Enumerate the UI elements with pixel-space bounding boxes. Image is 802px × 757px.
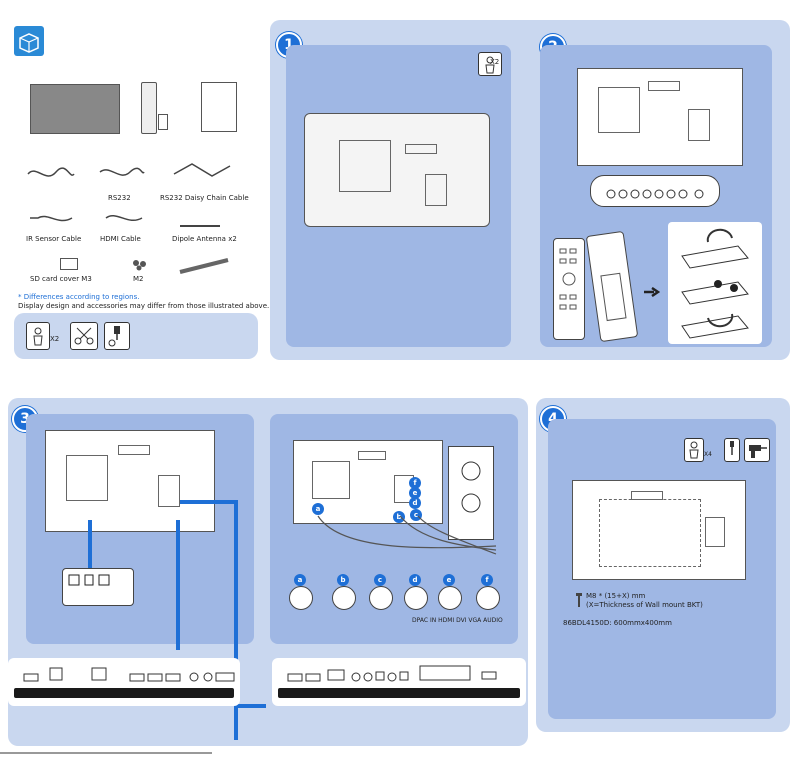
drill-icon — [744, 438, 770, 462]
port-a-label: a — [312, 503, 324, 515]
arrow-right-icon — [644, 282, 661, 298]
conn-a-letter: a — [294, 574, 306, 586]
rs232-cable-image — [96, 162, 146, 184]
screw-icon — [576, 592, 582, 607]
step1-people-count: X2 — [490, 58, 500, 66]
port-caption: DPAC IN HDMI DVI VGA AUDIO — [412, 617, 503, 624]
rs232-label: RS232 — [108, 194, 131, 202]
tools-count: X2 — [50, 335, 60, 343]
dipole-antenna-image — [178, 215, 222, 227]
m2-screws-image — [132, 256, 148, 271]
connection-line — [234, 500, 238, 740]
box-icon — [14, 26, 44, 56]
display-back-image — [572, 480, 746, 580]
note-design: Display design and accessories may diffe… — [18, 302, 270, 310]
sd-cover-label: SD card cover M3 — [30, 275, 92, 283]
pc-tower-image — [448, 446, 494, 540]
conn-e-letter: e — [443, 574, 455, 586]
m2-label: M2 — [133, 275, 144, 283]
cable-tie-image — [178, 258, 230, 274]
remote-image — [141, 82, 157, 134]
conn-b-letter: b — [337, 574, 349, 586]
person-icon — [478, 52, 502, 76]
port-c-label: c — [410, 509, 422, 521]
person-icon — [26, 322, 50, 350]
rs232-daisy-label: RS232 Daisy Chain Cable — [160, 194, 249, 202]
person-icon — [684, 438, 704, 462]
ir-sensor-label: IR Sensor Cable — [26, 235, 82, 243]
step4-people-count: X4 — [704, 451, 712, 458]
port-d-label: d — [409, 497, 421, 509]
hdmi-cable-image — [104, 210, 144, 228]
tools-panel: X2 — [14, 313, 258, 359]
power-inlet-image — [62, 568, 134, 606]
note-regions: * Differences according to regions. — [18, 293, 140, 301]
port-e-label: e — [409, 487, 421, 499]
battery-install-panel — [668, 222, 762, 344]
hdmi-cable-label: HDMI Cable — [100, 235, 141, 243]
conn-f-icon — [476, 586, 500, 610]
conn-b-icon — [332, 586, 356, 610]
connection-line — [88, 520, 92, 568]
conn-e-icon — [438, 586, 462, 610]
connection-line — [236, 704, 266, 708]
rs232-daisy-cable-image — [172, 160, 232, 182]
connection-line — [180, 500, 236, 504]
conn-a-icon — [289, 586, 313, 610]
batteries-image — [158, 114, 168, 130]
manual-image — [201, 82, 237, 132]
sd-cover-image — [60, 258, 78, 270]
display-image — [30, 84, 120, 134]
scissors-icon — [70, 322, 98, 350]
conn-c-letter: c — [374, 574, 386, 586]
io-strip-right — [272, 658, 526, 706]
power-cord-image — [24, 162, 76, 186]
port-b-label: b — [393, 511, 405, 523]
screw-spec: M8 * (15+X) mm — [586, 592, 646, 600]
cable-bundle-image — [300, 510, 514, 560]
display-back-image — [45, 430, 215, 532]
dipole-label: Dipole Antenna x2 — [172, 235, 237, 243]
connection-line — [176, 520, 180, 650]
screwdriver-icon — [104, 322, 130, 350]
conn-f-letter: f — [481, 574, 493, 586]
screwdriver-icon — [724, 438, 740, 462]
model-dims: 86BDL4150D: 600mmx400mm — [563, 619, 672, 627]
wrapped-display-image — [304, 113, 490, 227]
control-buttons-image — [590, 175, 720, 207]
port-f-label: f — [409, 477, 421, 489]
ir-sensor-cable-image — [28, 210, 74, 228]
conn-d-letter: d — [409, 574, 421, 586]
io-strip-left — [8, 658, 240, 706]
conn-d-icon — [404, 586, 428, 610]
bottom-divider — [0, 752, 212, 754]
conn-c-icon — [369, 586, 393, 610]
screw-spec-note: (X=Thickness of Wall mount BKT) — [586, 601, 703, 609]
remote-image — [553, 238, 585, 340]
display-back-image — [577, 68, 743, 166]
